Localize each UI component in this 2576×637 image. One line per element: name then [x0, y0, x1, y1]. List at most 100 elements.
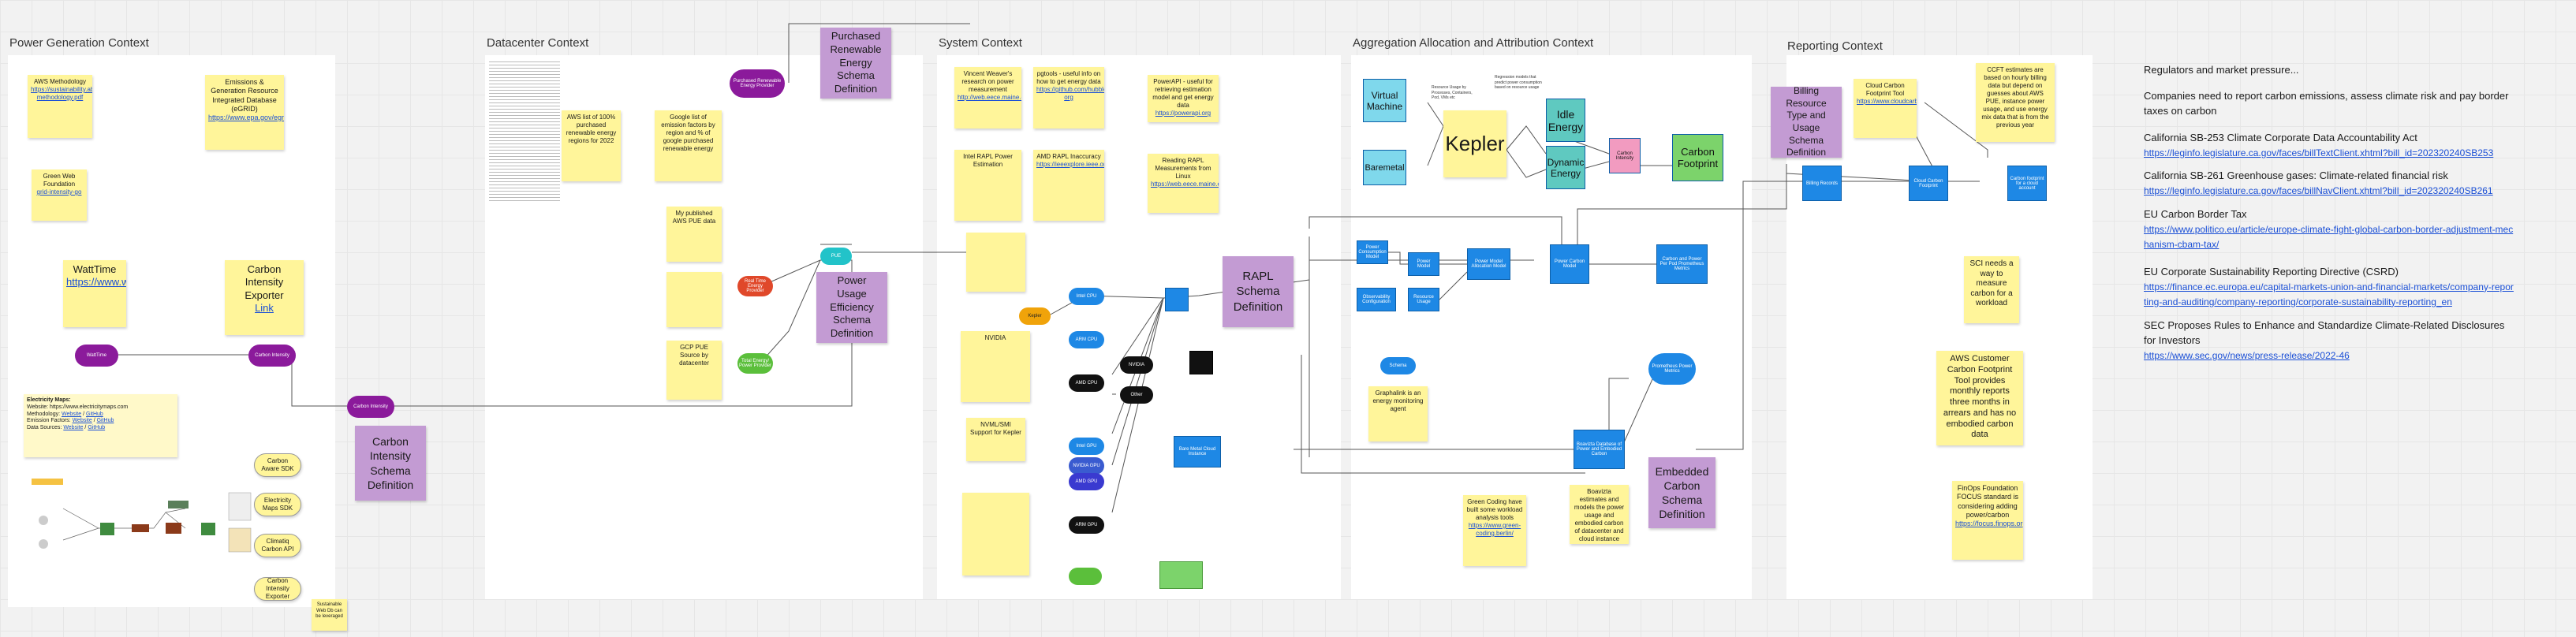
boavizta-note: Boavizta estimates and models the power … [1570, 485, 1629, 544]
aggregation-frame-title: Aggregation Allocation and Attribution C… [1353, 36, 1594, 50]
ccft-note: CCFT estimates are based on hourly billi… [1976, 63, 2055, 142]
watttime-pill[interactable]: WattTime [75, 345, 118, 367]
arm-cpu-pill[interactable]: ARM CPU [1069, 331, 1104, 348]
em-link[interactable]: GitHub [96, 418, 114, 424]
tools-note [962, 493, 1029, 576]
intel-cpu-pill[interactable]: Intel CPU [1069, 288, 1104, 305]
renewable-provider-pill[interactable]: Purchased Renewable Energy Provider [730, 69, 785, 98]
note-title: Green Coding have built some workload an… [1466, 498, 1523, 521]
vince-link[interactable]: http://web.eece.maine.edu/~vweaver/proje… [958, 94, 1021, 101]
regulation-link[interactable]: https://www.politico.eu/article/europe-c… [2144, 223, 2514, 250]
carbon-intensity-pill[interactable]: Carbon Intensity [248, 345, 296, 367]
nvidia-gpu-pill[interactable]: NVIDIA GPU [1069, 457, 1104, 475]
rapl-box [1165, 288, 1189, 311]
amd-rapl-note: AMD RAPL Inaccuracy https://ieeexplore.i… [1033, 150, 1104, 221]
regulations-intro: Regulators and market pressure... [2144, 64, 2299, 76]
finops-note: FinOps Foundation FOCUS standard is cons… [1952, 481, 2023, 560]
rapl-schema: RAPL Schema Definition [1223, 256, 1294, 327]
aws-methodology-link[interactable]: https://sustainability.aboutamazon.com/c… [31, 86, 92, 101]
regulation-link[interactable]: https://finance.ec.europa.eu/capital-mar… [2144, 281, 2514, 307]
pue-schema: Power Usage Efficiency Schema Definition [816, 272, 887, 343]
vince-note: Vincent Weaver's research on power measu… [954, 67, 1021, 129]
note-title: Electricity Maps: [27, 397, 71, 403]
green-web-note: Green Web Foundation grid-intensity-go [32, 169, 87, 221]
note-title: Reading RAPL Measurements from Linux [1155, 157, 1211, 180]
watttime-link[interactable]: https://www.watttime.org [66, 276, 126, 289]
egrid-link[interactable]: https://www.epa.gov/egrid [208, 114, 284, 121]
electricity-maps-sdk-oval: Electricity Maps SDK [254, 493, 301, 516]
gcp-pue-note: GCP PUE Source by datacenter [666, 341, 722, 400]
nvidia-chip-box [1189, 351, 1213, 374]
ci-exporter-oval: Carbon Intensity Exporter [254, 577, 301, 601]
pgtools-link[interactable]: https://github.com/hubblo-org [1036, 86, 1104, 101]
schema-small-pill[interactable]: Schema [1380, 357, 1416, 374]
aws-methodology-note: AWS Methodology https://sustainability.a… [28, 75, 92, 138]
intel-rapl-note: Intel RAPL Power Estimation [954, 150, 1021, 221]
regulation-item: EU Corporate Sustainability Reporting Di… [2144, 265, 2514, 310]
carbon-intensity-pill-2[interactable]: Carbon Intensity [347, 396, 394, 418]
reading-rapl-link[interactable]: https://web.eece.maine.edu/~vweaver/proj… [1151, 181, 1219, 188]
real-time-energy-pill[interactable]: Real Time Energy Provider [737, 276, 773, 296]
note-title: AWS Methodology [34, 78, 86, 85]
resource-usage-box: Resource Usage [1408, 288, 1439, 311]
amd-rapl-link[interactable]: https://ieeexplore.ieee.org [1036, 161, 1104, 168]
aws-ccft-note: AWS Customer Carbon Footprint Tool provi… [1936, 351, 2023, 445]
watttime-note: WattTime https://www.watttime.org [63, 260, 126, 327]
amd-cpu-pill[interactable]: AMD CPU [1069, 374, 1104, 392]
green-web-link[interactable]: grid-intensity-go [36, 188, 82, 196]
regulation-link[interactable]: https://leginfo.legislature.ca.gov/faces… [2144, 147, 2494, 158]
powerapi-link[interactable]: https://powerapi.org [1155, 110, 1211, 117]
idle-energy-box: Idle Energy [1546, 99, 1585, 142]
nvidia-smi-note: NVML/SMI Support for Kepler [966, 418, 1025, 461]
prometheus-pill[interactable]: Prometheus Power Metrics [1648, 353, 1696, 385]
em-link[interactable]: GitHub [86, 411, 103, 417]
cloud-carbon-link[interactable]: https://www.cloudcarbonfootprint.org [1857, 98, 1917, 105]
em-link[interactable]: GitHub [88, 425, 106, 430]
em-link[interactable]: Website [61, 411, 82, 417]
amd-gpu-pill[interactable]: AMD GPU [1069, 473, 1104, 490]
note-title: Cloud Carbon Footprint Tool [1865, 82, 1905, 97]
prometheus-metrics-box: Carbon and Power Per Pod Prometheus Metr… [1656, 244, 1708, 284]
em-link[interactable]: Website [72, 418, 92, 424]
note-title: AMD RAPL Inaccuracy [1036, 153, 1101, 160]
note-title: PowerAPI - useful for retrieving estimat… [1152, 78, 1214, 109]
green-coding-link[interactable]: https://www.green-coding.berlin/ [1468, 522, 1521, 537]
regulation-link[interactable]: https://leginfo.legislature.ca.gov/faces… [2144, 184, 2493, 196]
pue-pill[interactable]: PUE [820, 248, 852, 265]
em-link[interactable]: Website [63, 425, 84, 430]
regression-note: Regression models that predict power con… [1495, 75, 1542, 90]
other-pill[interactable]: Other [1120, 386, 1153, 404]
carbon-account-box: Carbon footprint for a cloud account [2007, 166, 2047, 201]
reporting-frame-title: Reporting Context [1787, 39, 1883, 53]
kepler-note: Kepler [1443, 110, 1506, 177]
renewable-energy-schema: Purchased Renewable Energy Schema Defini… [820, 28, 891, 99]
intel-gpu-pill[interactable]: Intel GPU [1069, 438, 1104, 455]
note-title: Emissions & Generation Resource Integrat… [211, 78, 278, 113]
regulations-paragraph: Companies need to report carbon emission… [2144, 90, 2509, 117]
system-frame-title: System Context [939, 36, 1022, 50]
ci-exporter-note: Carbon Intensity Exporter Link [225, 260, 304, 335]
dynamic-energy-box: Dynamic Energy [1546, 146, 1585, 189]
pue-calc-note [666, 272, 722, 327]
billing-records-box: Billing Records [1802, 166, 1842, 201]
regulation-link[interactable]: https://www.sec.gov/news/press-release/2… [2144, 349, 2350, 361]
nvidia-pill[interactable]: NVIDIA [1120, 356, 1153, 374]
ci-exporter-link[interactable]: Link [255, 301, 274, 314]
kepler-pill[interactable]: Kepler [1019, 307, 1051, 325]
regulation-title: SEC Proposes Rules to Enhance and Standa… [2144, 319, 2505, 346]
em-label: Data Sources: [27, 425, 62, 430]
regulation-title: EU Carbon Border Tax [2144, 208, 2247, 220]
egrid-note: Emissions & Generation Resource Integrat… [205, 75, 284, 150]
power-consumption-box: Power Consumption Model [1357, 240, 1388, 264]
carbon-footprint-box: Carbon Footprint [1672, 134, 1723, 181]
green-small-pill[interactable] [1069, 568, 1102, 585]
note-title: FinOps Foundation FOCUS standard is cons… [1956, 484, 2019, 519]
total-energy-pill[interactable]: Total Energy/ Power Provider [737, 353, 773, 374]
green-coding-note: Green Coding have built some workload an… [1463, 495, 1526, 566]
carbon-aware-sdk-oval: Carbon Aware SDK [254, 453, 301, 477]
finops-link[interactable]: https://focus.finops.org [1955, 520, 2023, 527]
arm-gpu-pill[interactable]: ARM GPU [1069, 516, 1104, 534]
cloud-carbon-box: Cloud Carbon Footprint [1909, 166, 1948, 201]
sci-note: SCI needs a way to measure carbon for a … [1964, 256, 2019, 323]
note-title: WattTime [73, 263, 117, 275]
